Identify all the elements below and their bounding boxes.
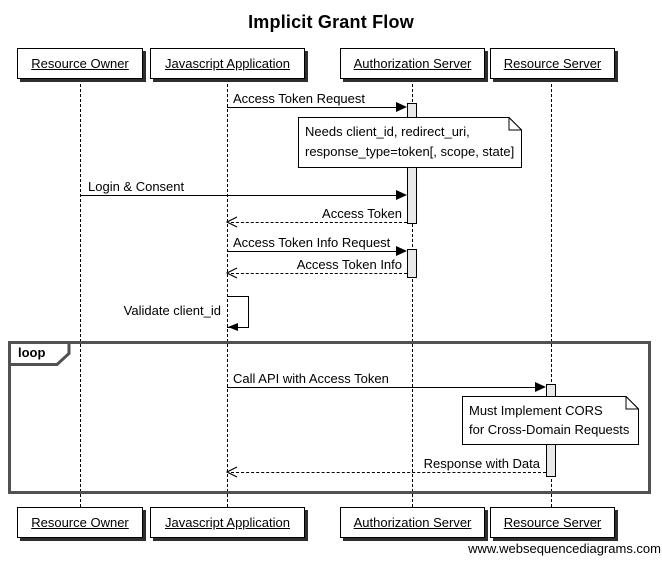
actor-box-authorization-server-top: Authorization Server	[340, 48, 485, 79]
message-label: Access Token Info	[296, 257, 402, 272]
message-label: Access Token Request	[233, 91, 365, 106]
message-label: Call API with Access Token	[233, 371, 389, 386]
note-body	[462, 396, 639, 445]
filled-arrowhead-icon	[396, 246, 407, 256]
actor-box-resource-owner-bottom: Resource Owner	[17, 507, 143, 538]
actor-label: Resource Server	[503, 515, 602, 530]
message-line	[231, 472, 546, 473]
note-folded-corner-icon	[625, 396, 639, 410]
actor-box-javascript-application-bottom: Javascript Application	[150, 507, 305, 538]
message-label: Login & Consent	[88, 179, 185, 194]
open-arrowhead-icon	[226, 267, 238, 279]
loop-tab-pentagon	[8, 341, 71, 366]
actor-label: Resource Server	[503, 56, 602, 71]
actor-label: Javascript Application	[164, 56, 290, 71]
note-body	[298, 117, 522, 168]
actor-box-resource-server-top: Resource Server	[490, 48, 615, 79]
actor-box-resource-owner-top: Resource Owner	[17, 48, 143, 79]
message-label: Validate client_id	[123, 303, 221, 318]
note-line: response_type=token[, scope, state]	[305, 144, 515, 159]
actor-label: Resource Owner	[31, 56, 129, 71]
note-text: Must Implement CORS for Cross-Domain Req…	[469, 401, 629, 439]
loop-tab-shape	[8, 341, 71, 366]
lifeline-resource-owner	[80, 79, 81, 507]
note-folded-corner-icon	[508, 117, 522, 131]
lifeline-authorization-server	[412, 79, 413, 507]
actor-label: Javascript Application	[164, 515, 290, 530]
note-line: for Cross-Domain Requests	[469, 422, 630, 437]
self-call-bracket	[227, 296, 249, 328]
message-line	[227, 251, 396, 252]
actor-box-resource-server-bottom: Resource Server	[490, 507, 615, 538]
lifeline-resource-server	[551, 79, 552, 507]
lifeline-javascript-application	[227, 79, 228, 507]
message-label: Access Token	[322, 206, 402, 221]
diagram-title: Implicit Grant Flow	[248, 12, 414, 32]
message-line	[80, 195, 396, 196]
actor-label: Resource Owner	[31, 515, 129, 530]
note-needs-client-id: Needs client_id, redirect_uri, response_…	[298, 117, 522, 168]
filled-arrowhead-icon	[396, 190, 407, 200]
filled-arrowhead-icon	[228, 323, 238, 331]
message-line	[231, 273, 407, 274]
message-label: Response with Data	[423, 456, 540, 471]
open-arrowhead-icon	[226, 216, 238, 228]
note-shape	[298, 117, 522, 168]
loop-fragment-box	[8, 341, 651, 494]
watermark-url: www.websequencediagrams.com	[468, 541, 661, 556]
message-line	[227, 107, 396, 108]
open-arrowhead-icon	[226, 466, 238, 478]
note-text: Needs client_id, redirect_uri, response_…	[305, 122, 514, 162]
message-line	[227, 387, 535, 388]
activation-bar-authorization-server-2	[407, 249, 417, 278]
message-line	[231, 222, 407, 223]
note-line: Needs client_id, redirect_uri,	[305, 124, 470, 139]
actor-box-authorization-server-bottom: Authorization Server	[340, 507, 485, 538]
actor-label: Authorization Server	[353, 56, 472, 71]
loop-operator-label: loop	[18, 345, 46, 360]
actor-label: Authorization Server	[353, 515, 472, 530]
note-line: Must Implement CORS	[469, 403, 603, 418]
note-cors: Must Implement CORS for Cross-Domain Req…	[462, 396, 639, 445]
message-label: Access Token Info Request	[233, 235, 391, 250]
actor-box-javascript-application-top: Javascript Application	[150, 48, 305, 79]
filled-arrowhead-icon	[535, 382, 546, 392]
note-shape	[462, 396, 639, 445]
filled-arrowhead-icon	[396, 102, 407, 112]
